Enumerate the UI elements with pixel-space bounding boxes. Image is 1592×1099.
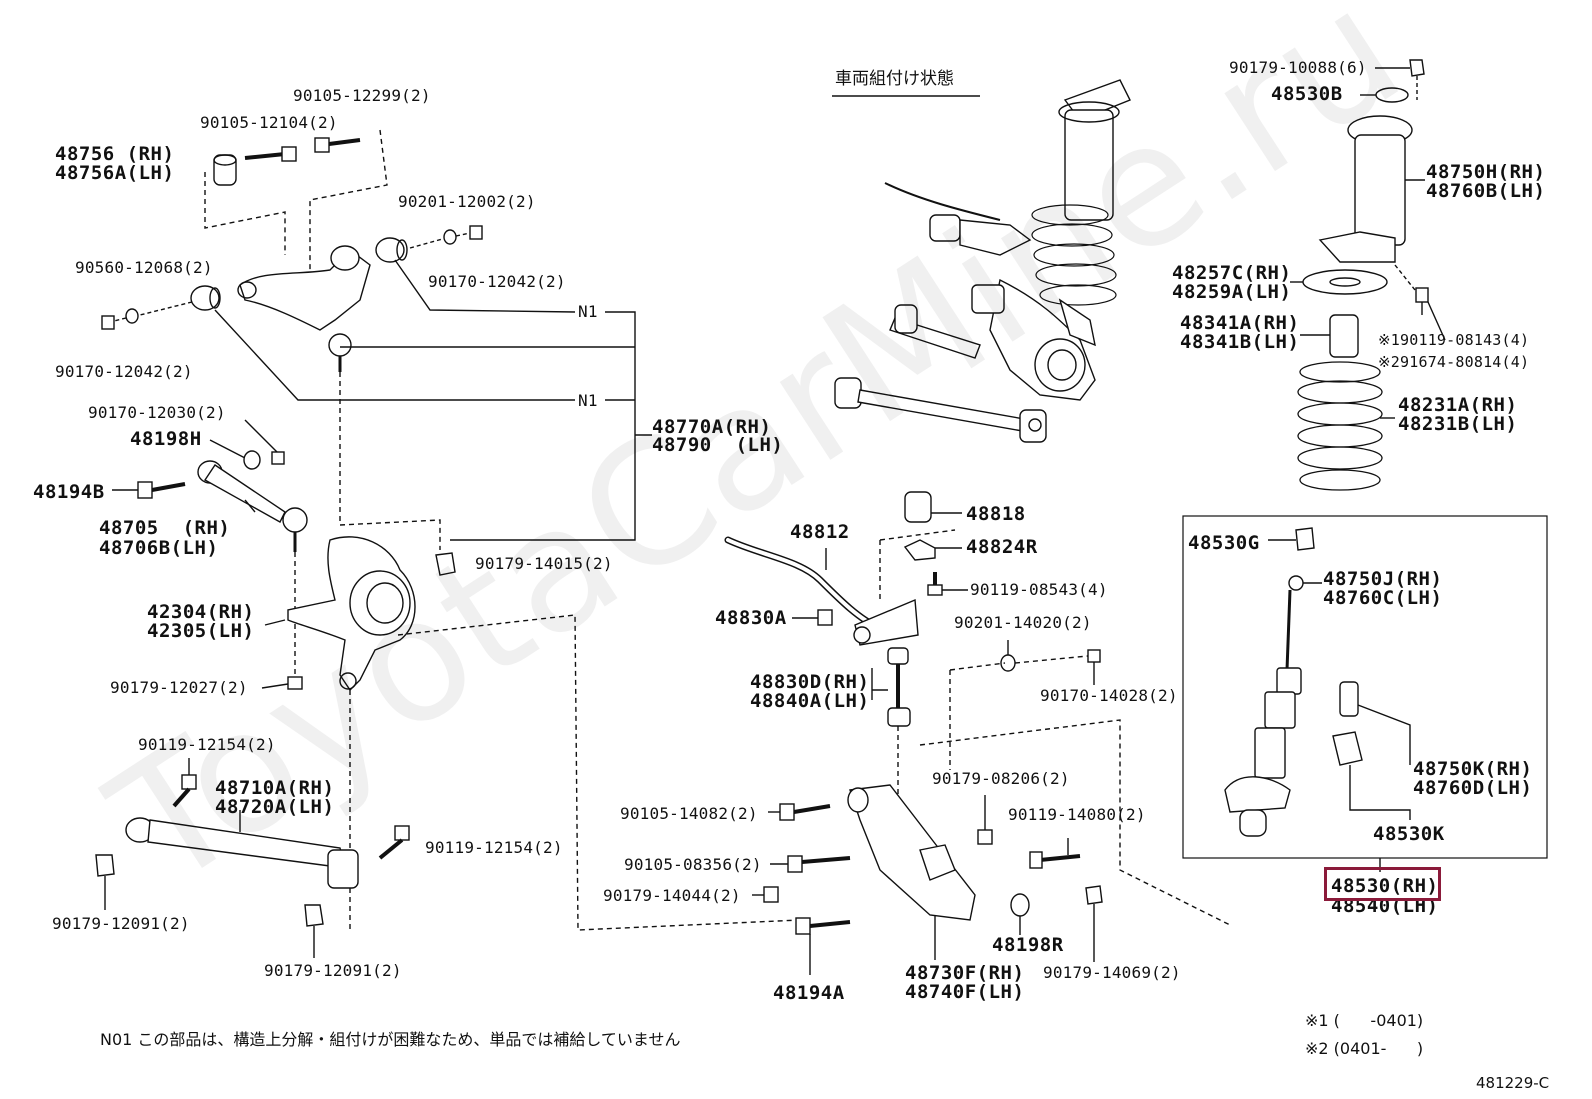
part-48198r[interactable]: 48198R — [992, 934, 1064, 956]
part-90105-08356[interactable]: 90105-08356(2) — [624, 855, 762, 874]
part-48830a[interactable]: 48830A — [715, 607, 787, 629]
lower-arm-group — [724, 491, 1231, 975]
part-48341b[interactable]: 48341B(LH) — [1180, 331, 1300, 353]
footnote-2: ※2 (0401- ) — [1305, 1039, 1424, 1058]
part-48231a[interactable]: 48231A(RH) — [1398, 394, 1518, 416]
part-48194b[interactable]: 48194B — [33, 481, 105, 503]
part-48530k[interactable]: 48530K — [1373, 823, 1445, 845]
note-n1-text: N01 この部品は、構造上分解・組付けが困難なため、単品では補給していません — [100, 1030, 681, 1049]
part-48706b[interactable]: 48706B(LH) — [99, 537, 219, 559]
part-90119-08143[interactable]: ※190119-08143(4) — [1378, 331, 1530, 349]
part-48760b[interactable]: 48760B(LH) — [1426, 180, 1546, 202]
shock-group — [1182, 59, 1548, 872]
part-90105-14082[interactable]: 90105-14082(2) — [620, 804, 758, 823]
assembled-view-title: 車両組付け状態 — [835, 69, 954, 89]
part-48756[interactable]: 48756 (RH) — [55, 143, 175, 165]
part-90179-14015[interactable]: 90179-14015(2) — [475, 554, 613, 573]
note-n1-upper: N1 — [578, 302, 598, 321]
part-90119-12154-right[interactable]: 90119-12154(2) — [425, 838, 563, 857]
part-48257c[interactable]: 48257C(RH) — [1172, 262, 1292, 284]
part-90179-10088[interactable]: 90179-10088(6) — [1229, 58, 1367, 77]
part-90170-12030[interactable]: 90170-12030(2) — [88, 403, 226, 422]
part-90119-12154-top[interactable]: 90119-12154(2) — [138, 735, 276, 754]
part-90179-08206[interactable]: 90179-08206(2) — [932, 769, 1070, 788]
part-48530g[interactable]: 48530G — [1188, 532, 1260, 554]
part-90201-14020[interactable]: 90201-14020(2) — [954, 613, 1092, 632]
part-48730f[interactable]: 48730F(RH) — [905, 962, 1025, 984]
part-48341a[interactable]: 48341A(RH) — [1180, 312, 1300, 334]
part-48812[interactable]: 48812 — [790, 521, 850, 543]
assembled-view-group — [834, 79, 1131, 443]
part-48790[interactable]: 48790 (LH) — [652, 434, 784, 456]
part-42305[interactable]: 42305(LH) — [147, 620, 255, 642]
part-48198h[interactable]: 48198H — [130, 428, 202, 450]
part-48840a[interactable]: 48840A(LH) — [750, 690, 870, 712]
part-90119-14080[interactable]: 90119-14080(2) — [1008, 805, 1146, 824]
part-90179-12091-bottom[interactable]: 90179-12091(2) — [264, 961, 402, 980]
note-n1-lower: N1 — [578, 391, 598, 410]
part-48710a[interactable]: 48710A(RH) — [215, 777, 335, 799]
part-48750h[interactable]: 48750H(RH) — [1426, 161, 1546, 183]
part-48760d[interactable]: 48760D(LH) — [1413, 777, 1533, 799]
part-90170-12042-left[interactable]: 90170-12042(2) — [55, 362, 193, 381]
part-48194a[interactable]: 48194A — [773, 982, 845, 1004]
part-91674-80814[interactable]: ※291674-80814(4) — [1378, 353, 1530, 371]
part-48740f[interactable]: 48740F(LH) — [905, 981, 1025, 1003]
part-48720a[interactable]: 48720A(LH) — [215, 796, 335, 818]
part-90179-14044[interactable]: 90179-14044(2) — [603, 886, 741, 905]
upper-arm-group — [95, 129, 801, 958]
part-48756a[interactable]: 48756A(LH) — [55, 162, 175, 184]
part-48760c[interactable]: 48760C(LH) — [1323, 587, 1443, 609]
part-90170-12042-right[interactable]: 90170-12042(2) — [428, 272, 566, 291]
part-90201-12002[interactable]: 90201-12002(2) — [398, 192, 536, 211]
part-90170-14028[interactable]: 90170-14028(2) — [1040, 686, 1178, 705]
part-90119-08543[interactable]: 90119-08543(4) — [970, 580, 1108, 599]
part-48259a[interactable]: 48259A(LH) — [1172, 281, 1292, 303]
part-90560-12068[interactable]: 90560-12068(2) — [75, 258, 213, 277]
part-48705[interactable]: 48705 (RH) — [99, 517, 231, 539]
part-90105-12299[interactable]: 90105-12299(2) — [293, 86, 431, 105]
part-48530-highlighted[interactable]: 48530(RH) — [1331, 875, 1439, 897]
part-48818[interactable]: 48818 — [966, 503, 1026, 525]
footnote-1: ※1 ( -0401) — [1305, 1011, 1424, 1030]
part-48750j[interactable]: 48750J(RH) — [1323, 568, 1443, 590]
part-48770a[interactable]: 48770A(RH) — [652, 416, 772, 438]
part-48830d[interactable]: 48830D(RH) — [750, 671, 870, 693]
part-48540[interactable]: 48540(LH) — [1331, 895, 1439, 917]
part-48750k[interactable]: 48750K(RH) — [1413, 758, 1533, 780]
part-48231b[interactable]: 48231B(LH) — [1398, 413, 1518, 435]
part-90179-12027[interactable]: 90179-12027(2) — [110, 678, 248, 697]
part-90105-12104[interactable]: 90105-12104(2) — [200, 113, 338, 132]
part-48824r[interactable]: 48824R — [966, 536, 1038, 558]
part-42304[interactable]: 42304(RH) — [147, 601, 255, 623]
part-48530b[interactable]: 48530B — [1271, 83, 1343, 105]
part-90179-12091-left[interactable]: 90179-12091(2) — [52, 914, 190, 933]
highlighted-part-box — [1324, 867, 1441, 901]
part-90179-14069[interactable]: 90179-14069(2) — [1043, 963, 1181, 982]
diagram-id: 481229-C — [1476, 1074, 1550, 1092]
